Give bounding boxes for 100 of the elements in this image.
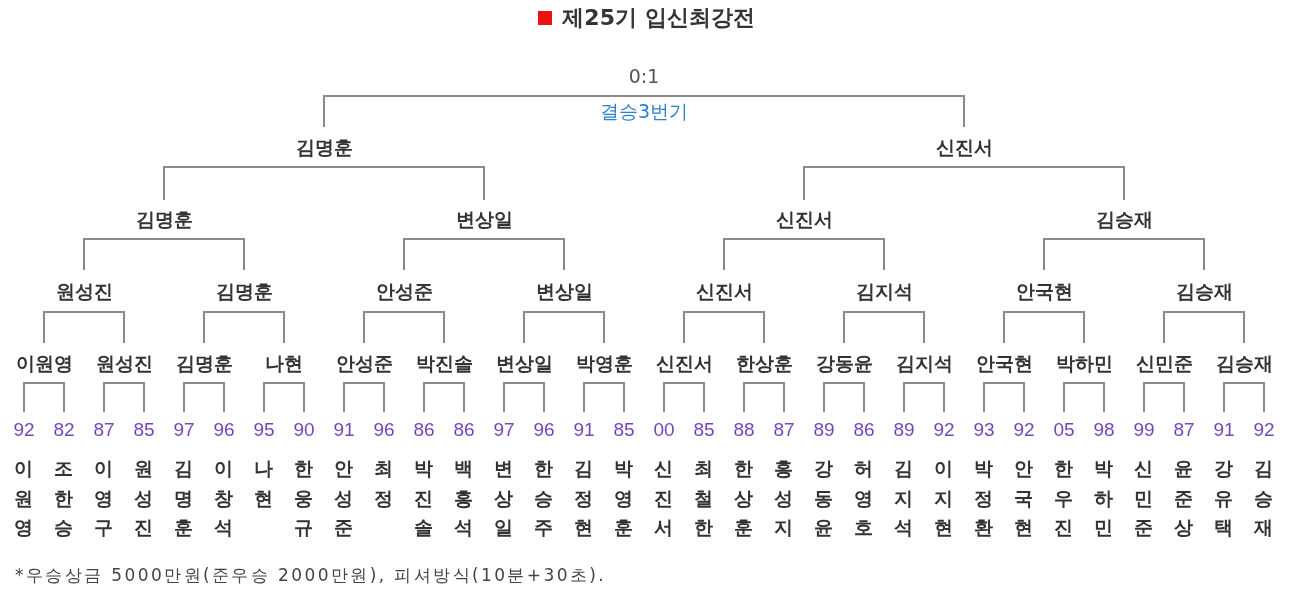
player-name: 김명훈 [175, 343, 233, 383]
bracket-line [663, 382, 685, 413]
bracket-line [603, 382, 625, 413]
birth-year: 97 [173, 420, 195, 440]
player-name: 신진서 [695, 270, 753, 312]
bracket-line [823, 382, 845, 413]
score-text: 0:1 [628, 56, 660, 96]
bracket-line [983, 382, 1005, 413]
player-name: 김승재 [1095, 200, 1153, 239]
birth-year: 05 [1053, 420, 1075, 440]
player-name: 김지석 [895, 343, 953, 383]
bracket-line [243, 311, 285, 344]
birth-year: 87 [93, 420, 115, 440]
bracket-line [1083, 382, 1105, 413]
bracket-line [723, 238, 805, 271]
player-name: 신진서 [653, 456, 675, 540]
bracket-line [283, 382, 305, 413]
birth-year: 86 [413, 420, 435, 440]
bracket-line [1223, 382, 1245, 413]
bracket-line [183, 382, 205, 413]
bracket-line [1123, 238, 1205, 271]
bracket-line [363, 382, 385, 413]
birth-year: 87 [1173, 420, 1195, 440]
player-name: 박하민 [1093, 456, 1115, 540]
player-name: 한우진 [1053, 456, 1075, 540]
player-name: 윤준상 [1173, 456, 1195, 540]
birth-year: 97 [493, 420, 515, 440]
player-name: 강동윤 [815, 343, 873, 383]
bracket-line [483, 238, 565, 271]
birth-year: 91 [1213, 420, 1235, 440]
player-name: 이창석 [213, 456, 235, 540]
player-name: 원성진 [133, 456, 155, 540]
bracket-line [763, 382, 785, 413]
birth-year: 96 [373, 420, 395, 440]
bracket-line [1163, 311, 1205, 344]
bracket-line [103, 382, 125, 413]
player-name: 박진솔 [413, 456, 435, 540]
bracket-line [43, 311, 85, 344]
birth-year: 90 [293, 420, 315, 440]
player-name: 원성진 [55, 270, 113, 312]
bracket-line [923, 382, 945, 413]
player-name: 나현 [265, 343, 303, 383]
birth-year: 89 [893, 420, 915, 440]
player-name: 안성준 [375, 270, 433, 312]
player-name: 한상훈 [735, 343, 793, 383]
player-name: 이원영 [15, 343, 73, 383]
bracket-line [883, 311, 925, 344]
player-name: 백홍석 [453, 456, 475, 540]
bracket-line [803, 166, 965, 201]
birth-year: 92 [1013, 420, 1035, 440]
birth-year: 95 [253, 420, 275, 440]
birth-year: 96 [533, 420, 555, 440]
bracket-line [963, 166, 1125, 201]
player-name: 안성준 [335, 343, 393, 383]
birth-year: 00 [653, 420, 675, 440]
final-note: 결승3번기 [599, 100, 689, 122]
player-name: 김명훈 [215, 270, 273, 312]
bracket-line [203, 382, 225, 413]
player-name: 한웅규 [293, 456, 315, 540]
player-name: 안국현 [1015, 270, 1073, 312]
bracket-line [403, 311, 445, 344]
bracket-line [323, 95, 645, 128]
birth-year: 92 [933, 420, 955, 440]
player-name: 나현 [253, 456, 275, 511]
bracket-line [83, 238, 165, 271]
player-name: 강유택 [1213, 456, 1235, 540]
player-name: 안국현 [975, 343, 1033, 383]
player-name: 변상일 [535, 270, 593, 312]
bracket-line [403, 238, 485, 271]
birth-year: 91 [333, 420, 355, 440]
bracket-line [1143, 382, 1165, 413]
bracket-line [803, 238, 885, 271]
player-name: 박영훈 [575, 343, 633, 383]
player-name: 김승재 [1215, 343, 1273, 383]
bracket-line [743, 382, 765, 413]
birth-year: 89 [813, 420, 835, 440]
birth-year: 91 [573, 420, 595, 440]
player-name: 박영훈 [613, 456, 635, 540]
player-name: 김승재 [1253, 456, 1275, 540]
bracket-line [503, 382, 525, 413]
player-name: 이영구 [93, 456, 115, 540]
player-name: 한상훈 [733, 456, 755, 540]
birth-year: 96 [213, 420, 235, 440]
player-name: 신진서 [655, 343, 713, 383]
player-name: 최철한 [693, 456, 715, 540]
footnote: *우승상금 5000만원(준우승 2000만원), 피셔방식(10분+30초). [15, 564, 607, 586]
player-name: 안국현 [1013, 456, 1035, 540]
birth-year: 92 [1253, 420, 1275, 440]
birth-year: 86 [453, 420, 475, 440]
player-name: 변상일 [493, 456, 515, 540]
birth-year: 87 [773, 420, 795, 440]
player-name: 박하민 [1055, 343, 1113, 383]
player-name: 이지현 [933, 456, 955, 540]
bracket-line [443, 382, 465, 413]
player-name: 한승주 [533, 456, 555, 540]
bracket-line [343, 382, 365, 413]
bracket-line [1043, 311, 1085, 344]
player-name: 조한승 [53, 456, 75, 540]
birth-year: 98 [1093, 420, 1115, 440]
bracket-line [1203, 311, 1245, 344]
